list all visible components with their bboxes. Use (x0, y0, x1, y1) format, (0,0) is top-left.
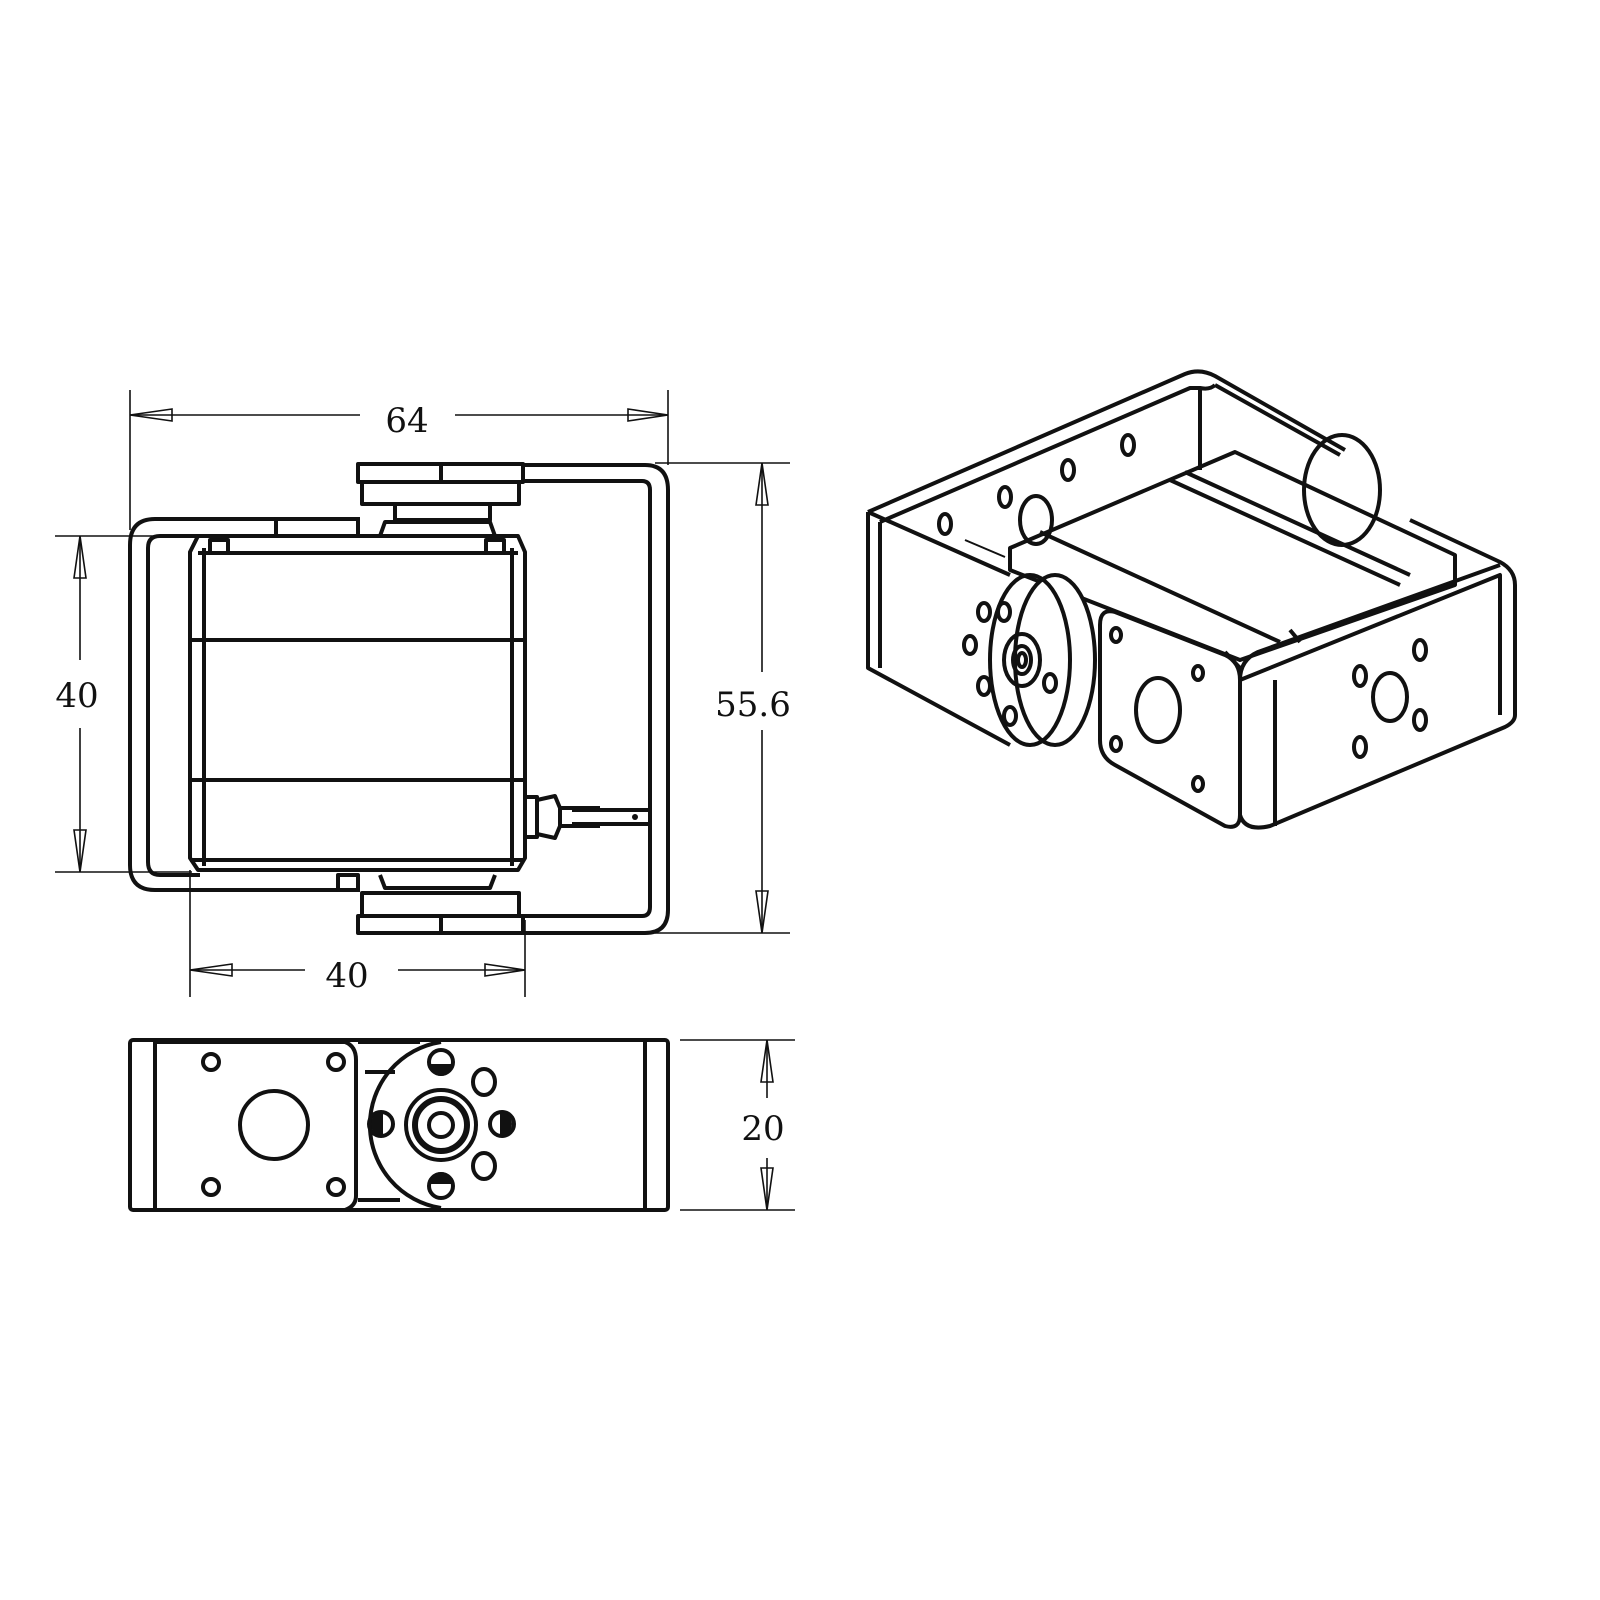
iso-bracket-holes (937, 433, 1428, 759)
iso-horn-holes (962, 601, 1058, 727)
center-hole (238, 1089, 310, 1161)
right-bracket-inner (523, 479, 652, 918)
right-bracket (523, 463, 670, 935)
dim-body-width-40: 40 (325, 956, 368, 996)
left-bracket (128, 517, 360, 892)
iso-right-bracket (1238, 518, 1517, 830)
isometric-view (866, 369, 1517, 830)
servo-body (188, 534, 527, 872)
bracket-tab-bottom (336, 873, 360, 892)
bracket-tab-top (274, 517, 360, 538)
mount-plate (155, 1040, 358, 1212)
bottom-view: 20 (128, 1038, 795, 1212)
front-view (128, 462, 670, 935)
horn-holes (367, 1048, 516, 1200)
bottom-horn (360, 891, 521, 918)
dim-height-55-6: 55.6 (715, 685, 791, 725)
dim-width-64: 64 (385, 401, 428, 441)
bottom-outline (128, 1038, 670, 1212)
iso-bracket-outer (866, 369, 1346, 747)
top-hub (393, 502, 492, 522)
top-horn (360, 480, 521, 506)
cable (558, 808, 650, 826)
dim-depth-20: 20 (741, 1109, 784, 1149)
iso-back-horn (1302, 433, 1382, 547)
front-dimensions: 64 40 55.6 40 (55, 390, 791, 997)
iso-mount-plate (1098, 609, 1242, 829)
left-bracket-inner (146, 534, 200, 877)
dim-height-40: 40 (55, 676, 98, 716)
cable-connector (523, 795, 539, 839)
iso-servo (1008, 450, 1457, 662)
